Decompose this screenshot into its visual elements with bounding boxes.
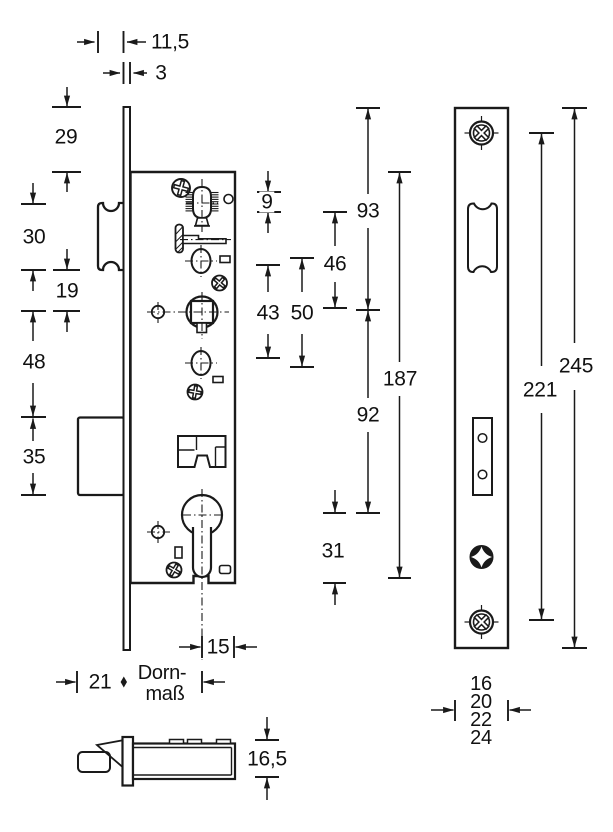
adjust-hole <box>477 432 488 444</box>
centerlines <box>147 179 231 660</box>
screw-icon <box>210 273 229 293</box>
latch-shaft <box>77 751 111 773</box>
plate-width-option-16: 16 <box>468 673 494 695</box>
small-slot <box>174 546 183 559</box>
dim-label-93: 93 <box>354 199 382 223</box>
lock-bottom-view <box>77 735 237 787</box>
dim-label-221: 221 <box>520 378 560 402</box>
dim-label-35: 35 <box>20 445 48 469</box>
latch-bolt <box>96 201 126 272</box>
small-slot <box>219 255 231 264</box>
lever-arm <box>174 223 227 254</box>
dim-label-21: 21 <box>86 670 114 694</box>
backset-label-line1: Dorn- <box>135 662 189 684</box>
faceplate-side <box>122 106 131 651</box>
bolt-cutout <box>472 417 493 496</box>
dim-label-19: 19 <box>53 279 81 303</box>
dim-label-43: 43 <box>254 301 282 325</box>
dim-label-11-5: 11,5 <box>148 30 192 54</box>
backset-point-marker <box>120 676 127 688</box>
plate-width-option-20: 20 <box>468 691 494 713</box>
dim-label-31: 31 <box>319 539 347 563</box>
plate-width-option-24: 24 <box>468 727 494 749</box>
screw-cross-icon <box>464 116 499 150</box>
deadbolt-tail <box>177 435 227 468</box>
small-hole <box>223 193 234 205</box>
screw-cross-icon <box>464 605 499 639</box>
dim-label-30: 30 <box>20 225 48 249</box>
dim-label-16-5: 16,5 <box>245 747 289 771</box>
lock-side-view <box>76 106 237 660</box>
backset-label-line2: maß <box>143 683 187 705</box>
dim-label-187: 187 <box>380 367 420 391</box>
case-profile <box>131 742 237 781</box>
small-slot <box>218 564 232 575</box>
latch-cutout <box>467 202 498 273</box>
screw-icon <box>165 561 183 579</box>
dim-label-245: 245 <box>556 354 596 378</box>
lock-case <box>129 170 237 585</box>
dim-label-50: 50 <box>288 301 316 325</box>
dim-label-9: 9 <box>259 190 275 214</box>
dim-label-3: 3 <box>153 61 169 85</box>
screw-icon <box>186 383 204 401</box>
latch-spring-hatch <box>185 191 219 212</box>
dim-label-46: 46 <box>321 252 349 276</box>
case-tab <box>186 738 203 745</box>
dim-label-92: 92 <box>354 403 382 427</box>
adjust-hole <box>477 469 488 480</box>
dim-label-29: 29 <box>52 125 80 149</box>
plate-width-option-22: 22 <box>468 709 494 731</box>
screw-torx-icon <box>469 545 494 569</box>
faceplate-edge <box>121 735 135 787</box>
case-tab <box>215 738 232 745</box>
dimension-lines <box>21 31 587 800</box>
small-slot <box>212 375 224 384</box>
faceplate-front-view <box>453 106 510 650</box>
dim-label-48: 48 <box>20 350 48 374</box>
case-tab <box>168 738 185 745</box>
dim-label-15: 15 <box>204 635 232 659</box>
deadbolt <box>76 416 126 497</box>
